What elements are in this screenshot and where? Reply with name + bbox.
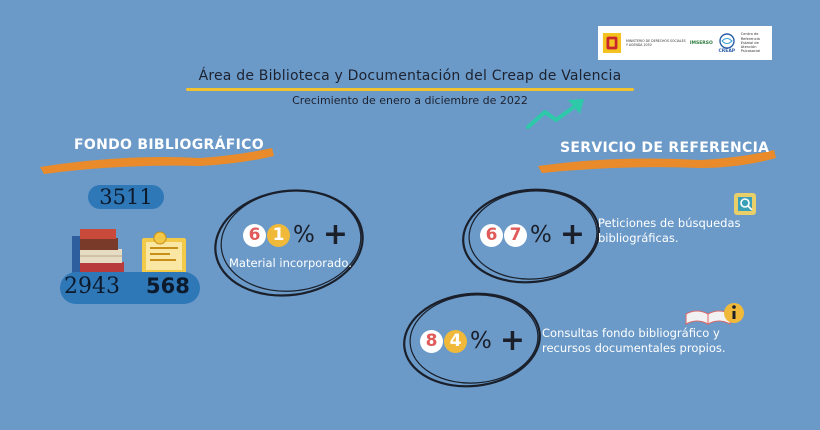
- page-title: Área de Biblioteca y Documentación del C…: [198, 68, 622, 84]
- percent-sign: %: [530, 222, 552, 248]
- books-stack-icon: [72, 229, 124, 276]
- imserso-label: IMSERSO: [689, 40, 713, 46]
- stat-digit: 1: [267, 223, 290, 247]
- fondo-breakdown-pill: [60, 272, 200, 304]
- info-icon: [724, 303, 744, 323]
- coat-of-arms-icon: [602, 33, 622, 53]
- servicio-brush-stroke: [538, 150, 776, 173]
- ministry-name: MINISTERIO DE DERECHOS SOCIALES Y AGENDA…: [625, 39, 686, 47]
- fondo-stat-description: Material incorporado.: [229, 256, 352, 270]
- percent-sign: %: [470, 328, 492, 354]
- page-subtitle: Crecimiento de enero a diciembre de 2022: [292, 94, 528, 107]
- servicio-search-description: Peticiones de búsquedas bibliográficas.: [598, 216, 741, 245]
- fondo-total-count: 3511: [88, 185, 164, 209]
- stat-digit: 6: [480, 223, 503, 247]
- servicio-section-title: SERVICIO DE REFERENCIA: [560, 140, 770, 156]
- stat-digit: 8: [420, 329, 443, 353]
- servicio-search-stat: 6 7 % +: [480, 217, 585, 252]
- plus-sign: +: [499, 323, 525, 358]
- fondo-brush-stroke: [40, 148, 274, 174]
- stat-digit: 6: [243, 223, 266, 247]
- plus-sign: +: [322, 217, 348, 252]
- creap-logo: CREAP: [717, 32, 737, 54]
- circle-67: [462, 188, 600, 284]
- trend-arrow-icon: [526, 99, 584, 129]
- fondo-growth-stat: 6 1 % +: [243, 217, 348, 252]
- centro-name: Centro de Referencia Estatal de Atención…: [740, 32, 761, 54]
- circle-84: [403, 292, 541, 388]
- stat-digit: 4: [444, 329, 467, 353]
- servicio-consultas-stat: 8 4 % +: [420, 323, 525, 358]
- servicio-consultas-description: Consultas fondo bibliográfico y recursos…: [542, 326, 726, 355]
- stat-digit: 7: [504, 223, 527, 247]
- fondo-books-count: 2943: [64, 274, 120, 299]
- percent-sign: %: [293, 222, 315, 248]
- institutional-logo: MINISTERIO DE DERECHOS SOCIALES Y AGENDA…: [598, 26, 772, 60]
- search-document-icon: [734, 193, 756, 215]
- creap-label: CREAP: [718, 48, 736, 54]
- open-book-icon: [685, 310, 731, 325]
- fondo-periodicals-count: 568: [146, 274, 190, 298]
- title-underline: [186, 88, 634, 91]
- creap-globe-icon: [719, 32, 735, 49]
- fondo-section-title: FONDO BIBLIOGRÁFICO: [74, 137, 264, 153]
- newspaper-icon: [142, 231, 186, 274]
- plus-sign: +: [559, 217, 585, 252]
